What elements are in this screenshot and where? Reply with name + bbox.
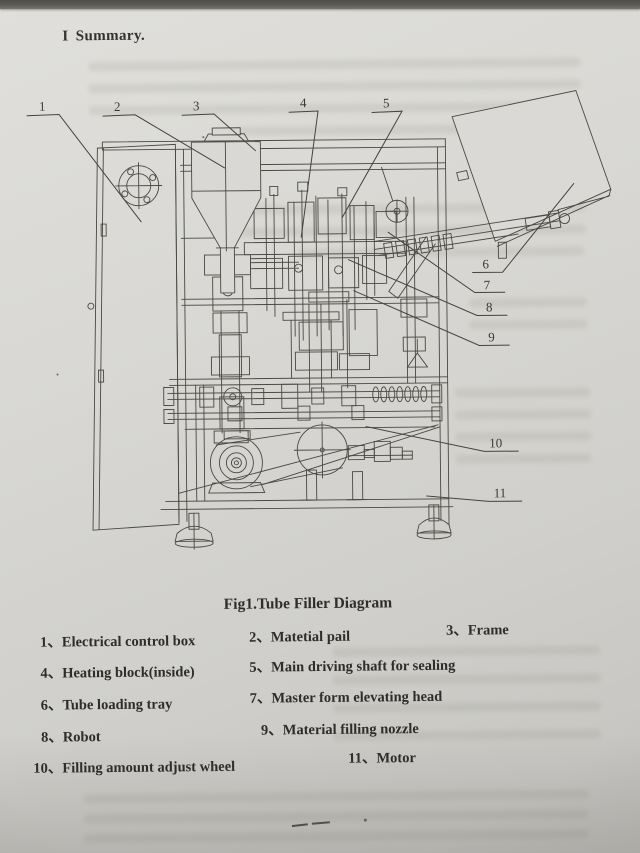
motor: [208, 430, 266, 494]
callout-7: 7: [484, 277, 491, 292]
legend-item-material-pail: 2、Matetial pail: [249, 628, 351, 646]
tube-loading-tray: [451, 90, 612, 247]
callout-9: 9: [488, 329, 495, 344]
callout-1: 1: [39, 99, 46, 114]
legend-item-filling-amount-adjust-wheel: 10、Filling amount adjust wheel: [33, 758, 236, 777]
sealing-mechanism: [243, 166, 436, 341]
legend-item-material-filling-nozzle: 9、Material filling nozzle: [260, 721, 419, 739]
legend-item-motor: 11、Motor: [348, 750, 416, 767]
flywheel: [178, 421, 441, 501]
page-title: I Summary.: [62, 27, 146, 45]
legend-item-electrical-control-box: 1、Electrical control box: [40, 633, 196, 651]
ink-speck: [202, 136, 205, 139]
legend-item-main-driving-shaft: 5、Main driving shaft for sealing: [249, 657, 456, 676]
callout-10: 10: [489, 435, 502, 450]
legend-item-frame: 3、Frame: [445, 622, 509, 639]
legend-item-tube-loading-tray: 6、Tube loading tray: [40, 696, 173, 714]
figure-caption: Fig1.Tube Filler Diagram: [223, 594, 393, 613]
photo-background-top-edge: [0, 0, 640, 9]
callout-6: 6: [482, 256, 489, 271]
callout-numbers: 1 2 3 4 5 6 7 8 9 10 11: [39, 95, 507, 500]
callout-leaders: [26, 110, 575, 502]
callout-11: 11: [494, 485, 507, 500]
tube-nozzle: [524, 209, 571, 231]
centre-mechanism: [282, 196, 429, 393]
legend-item-master-form-elevating-head: 7、Master form elevating head: [249, 688, 443, 707]
filling-column: [203, 254, 299, 444]
callout-8: 8: [486, 299, 493, 314]
callout-4: 4: [300, 95, 307, 110]
ink-speck: [56, 373, 59, 376]
callout-3: 3: [193, 98, 200, 113]
legend-item-heating-block: 4、Heating block(inside): [40, 664, 195, 682]
callout-2: 2: [114, 99, 121, 114]
drive-shafts: [163, 383, 443, 430]
legend-item-robot: 8、Robot: [40, 729, 101, 746]
callout-5: 5: [383, 95, 390, 110]
electrical-control-box: [87, 143, 180, 531]
material-pail: [190, 127, 262, 294]
ink-speck: [363, 818, 367, 822]
levelling-feet: [174, 504, 452, 550]
